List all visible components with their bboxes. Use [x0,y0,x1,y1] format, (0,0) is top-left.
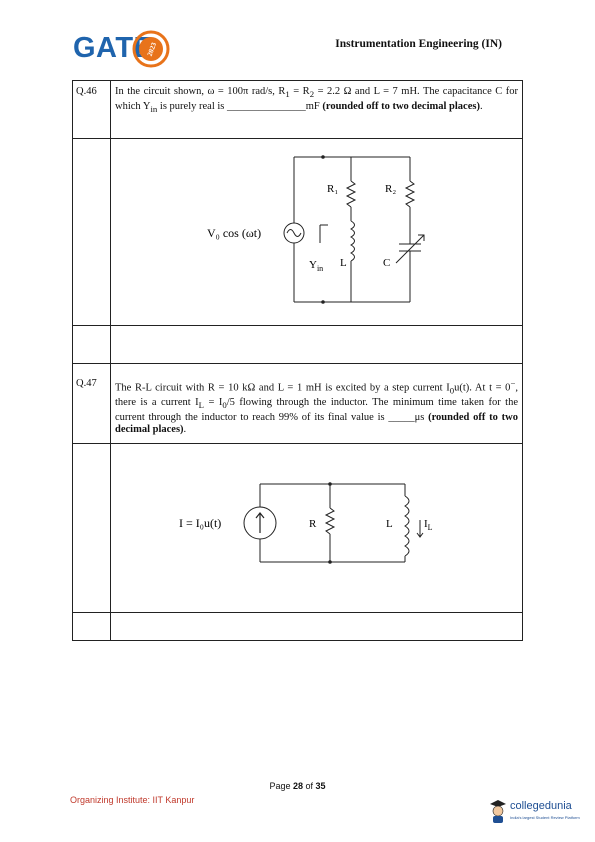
circuit-46: V₀ cos (ωt) R₁ R₂ L C Yin [207,155,425,304]
brand-tagline: India's largest Student Review Platform [510,815,580,820]
empty-cell [110,612,523,641]
yin-label: Yin [309,259,323,273]
gate-logo: GATE 2023 [73,28,183,70]
up-arrow-icon [255,512,265,533]
figure-number-cell [72,443,111,613]
brand-name: collegedunia [510,800,572,812]
logo-badge-icon: 2023 [132,30,170,68]
question-46-text: In the circuit shown, ω = 100π rad/s, R1… [115,86,518,114]
il-base: I [424,518,428,530]
empty-cell [72,325,111,364]
r-label: R [309,518,317,530]
sine-wave-icon [286,229,302,237]
l-label: L [340,257,347,269]
question-number: Q.47 [72,363,111,444]
question-47-table: Q.47 The R-L circuit with R = 10 kΩ and … [72,363,523,641]
figure-cell: V₀ cos (ωt) R₁ R₂ L C Yin [110,138,523,326]
yin-base: Y [309,259,317,271]
page-number: Page 28 of 35 [269,781,326,791]
source-label: V₀ cos (ωt) [207,226,261,240]
source-label: I = I₀u(t) [179,516,221,530]
empty-cell [72,612,111,641]
paper-title: Instrumentation Engineering (IN) [335,38,502,50]
figure-cell: I = I₀u(t) R L IL [110,443,523,613]
organizer-text: Organizing Institute: IIT Kanpur [70,795,195,805]
l-label: L [386,518,393,530]
r2-label: R₂ [385,183,396,195]
circuit-47: I = I₀u(t) R L IL [179,482,433,564]
empty-cell [110,325,523,364]
figure-number-cell [72,138,111,326]
collegedunia-logo: collegedunia India's largest Student Rev… [488,798,588,828]
il-sub: L [428,523,433,532]
question-47-text: The R-L circuit with R = 10 kΩ and L = 1… [115,378,518,436]
question-46-table: Q.46 In the circuit shown, ω = 100π rad/… [72,80,523,364]
yin-sub: in [317,264,323,273]
r1-label: R₁ [327,183,338,195]
mascot-icon [490,800,506,823]
c-label: C [383,257,390,269]
il-label: IL [424,518,433,532]
page-total: 35 [315,781,326,791]
question-number: Q.46 [72,80,111,139]
page-current: 28 [292,781,303,791]
